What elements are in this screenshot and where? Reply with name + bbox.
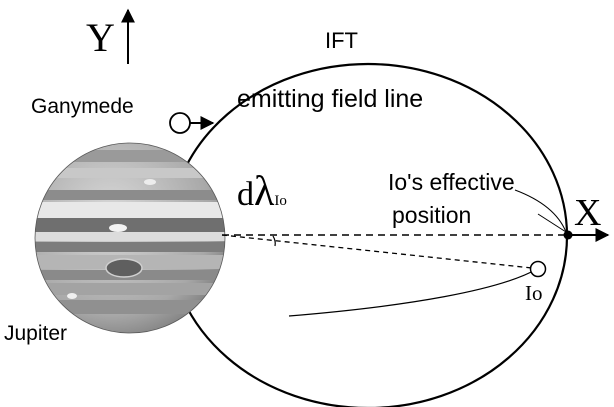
- io-marker: [529, 260, 547, 278]
- io-effective-label-line2: position: [392, 202, 472, 228]
- emitting-field-line-label: emitting field line: [237, 85, 424, 113]
- d-lambda-d: d: [237, 176, 254, 213]
- d-lambda-arc: [272, 235, 276, 247]
- io-effective-position-dot: [563, 230, 573, 240]
- io-dashed-line: [221, 234, 533, 269]
- ganymede-label: Ganymede: [31, 95, 134, 118]
- jupiter-label: Jupiter: [4, 322, 68, 345]
- io-label: Io: [525, 281, 543, 305]
- jupiter-planet: [34, 142, 226, 334]
- d-lambda-subscript: Io: [274, 193, 287, 209]
- io-effective-pointer: [514, 189, 567, 233]
- io-effective-label-line1: Io's effective: [388, 169, 515, 195]
- x-axis-label: X: [574, 192, 602, 234]
- ganymede-marker: [169, 112, 191, 134]
- d-lambda-label: dλIo: [237, 171, 287, 213]
- d-lambda-symbol: λ: [254, 169, 275, 215]
- io-effective-pointer-lower: [537, 213, 567, 233]
- y-axis-label: Y: [86, 15, 115, 60]
- ift-label: IFT: [325, 28, 358, 53]
- io-trajectory-curve: [288, 268, 538, 317]
